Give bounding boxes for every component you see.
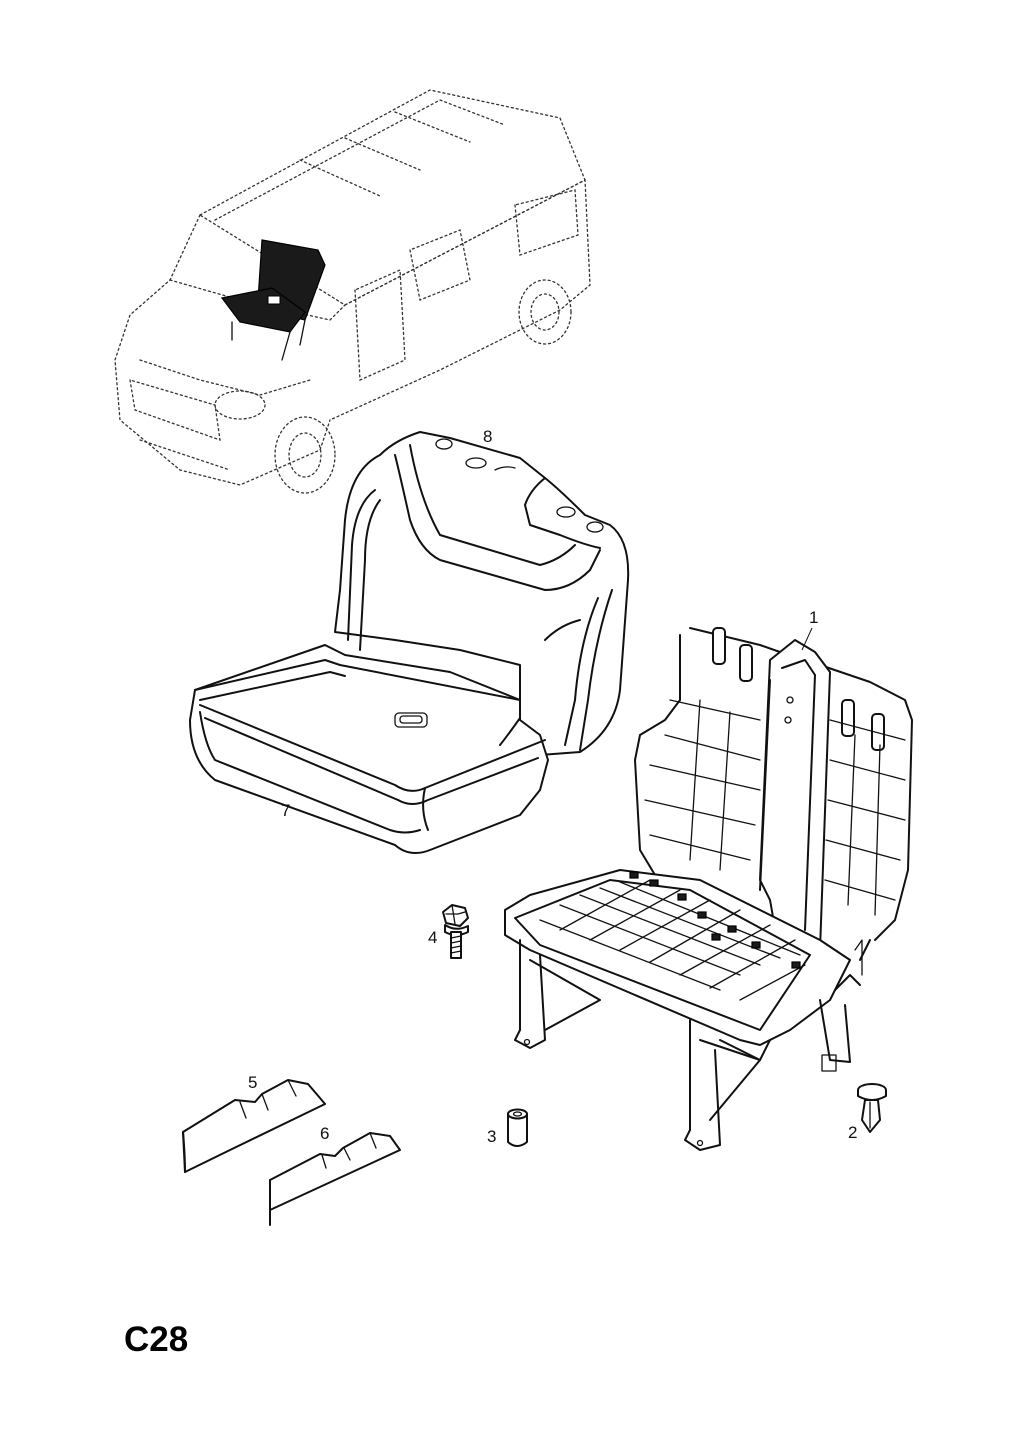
seat-frame-part bbox=[504, 627, 913, 1151]
spacer-part bbox=[507, 1108, 528, 1147]
callout-6: 6 bbox=[320, 1124, 329, 1143]
callout-5: 5 bbox=[248, 1073, 257, 1092]
spring-clips bbox=[629, 871, 801, 969]
push-clip-part bbox=[857, 1083, 887, 1133]
seat-cushion-cover-part bbox=[189, 644, 549, 855]
van-locator-illustration bbox=[114, 89, 591, 494]
callout-3: 3 bbox=[487, 1127, 496, 1146]
callout-2: 2 bbox=[848, 1123, 857, 1142]
callout-1: 1 bbox=[809, 608, 818, 627]
bolt-part bbox=[442, 904, 469, 959]
callout-8: 8 bbox=[483, 427, 492, 446]
diagram-page-code: C28 bbox=[124, 1320, 189, 1359]
trim-cover-part-5 bbox=[182, 1079, 326, 1173]
trim-cover-part-6 bbox=[269, 1132, 401, 1226]
seat-back-cover-part bbox=[334, 431, 630, 756]
callout-labels: 1 2 3 4 5 6 7 8 bbox=[248, 427, 857, 1146]
callout-7: 7 bbox=[281, 801, 290, 820]
callout-4: 4 bbox=[428, 928, 437, 947]
